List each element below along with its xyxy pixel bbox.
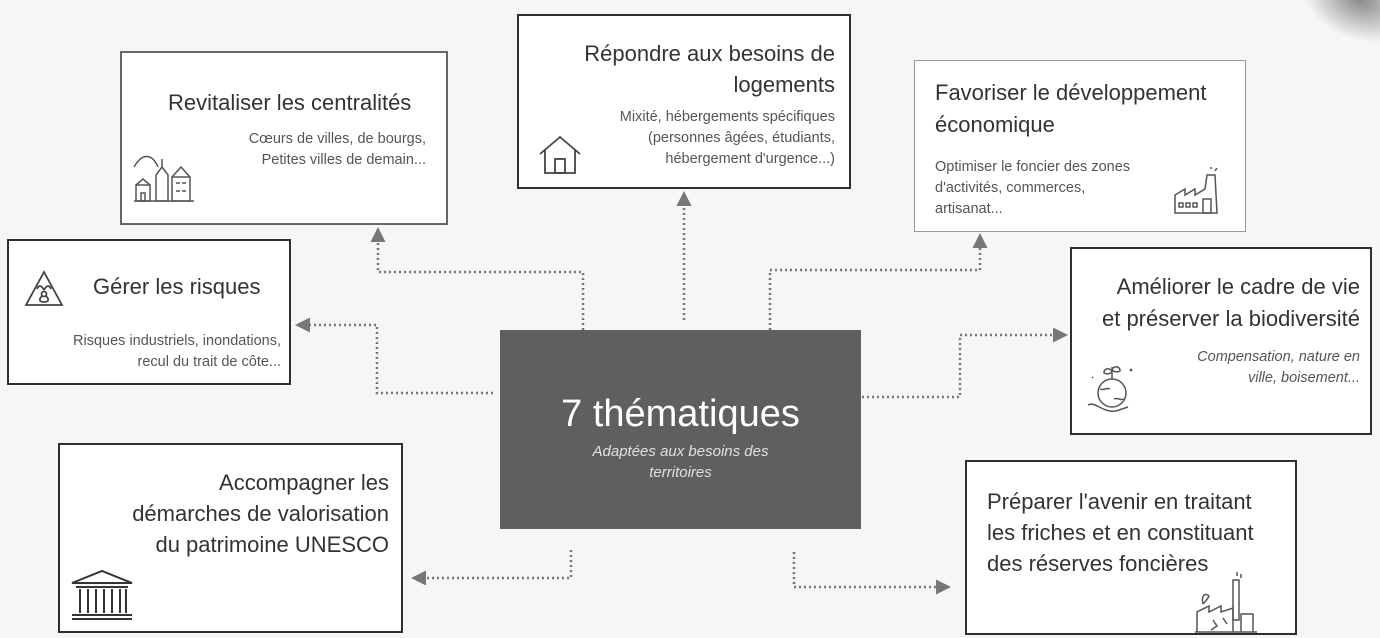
theme-title-line: du patrimoine UNESCO — [155, 532, 389, 557]
theme-title-line: et préserver la biodiversité — [1101, 306, 1360, 331]
theme-title-line: démarches de valorisation — [132, 501, 389, 526]
hazard-icon — [23, 269, 65, 309]
house-icon — [537, 134, 583, 176]
theme-subtitle-line: Cœurs de villes, de bourgs, — [248, 131, 426, 147]
theme-title-line: Améliorer le cadre de vie — [1116, 274, 1360, 299]
theme-subtitle-line: Optimiser le foncier des zones — [935, 159, 1131, 175]
connector-biodiversite — [862, 327, 1068, 399]
wasteland-factory-icon — [1193, 570, 1259, 634]
theme-subtitle-line: Compensation, nature en — [1197, 349, 1360, 365]
theme-box-unesco: Accompagner les démarches de valorisatio… — [58, 443, 403, 633]
planet-plant-icon — [1084, 361, 1140, 417]
theme-box-friches: Préparer l'avenir en traitant les friche… — [965, 460, 1297, 635]
theme-title: Revitaliser les centralités — [168, 90, 412, 115]
theme-title-line: les friches et en constituant — [987, 520, 1254, 545]
theme-title-line: des réserves foncières — [987, 551, 1209, 576]
central-title: 7 thématiques — [561, 393, 800, 435]
theme-box-logements: Répondre aux besoins de logements Mixité… — [517, 14, 851, 189]
central-subtitle-line: Adaptées aux besoins des — [592, 443, 769, 460]
theme-subtitle-line: Mixité, hébergements spécifiques — [619, 109, 835, 125]
theme-title-line: logements — [733, 72, 835, 97]
connector-friches — [792, 552, 951, 595]
central-subtitle-line: territoires — [649, 464, 712, 481]
factory-icon — [1171, 165, 1227, 217]
theme-subtitle-line: recul du trait de côte... — [137, 354, 281, 370]
theme-title: Gérer les risques — [93, 274, 261, 299]
theme-subtitle-line: hébergement d'urgence...) — [665, 151, 835, 167]
theme-subtitle-line: Petites villes de demain... — [261, 152, 426, 168]
theme-title-line: Favoriser le développement — [935, 80, 1207, 105]
theme-box-risques: Gérer les risques Risques industriels, i… — [7, 239, 291, 385]
connector-risques — [295, 317, 493, 395]
town-icon — [132, 149, 196, 205]
theme-subtitle-line: artisanat... — [935, 201, 1003, 217]
unesco-temple-icon — [70, 569, 134, 621]
theme-title-line: Préparer l'avenir en traitant — [987, 489, 1252, 514]
connector-centralites — [370, 227, 585, 330]
theme-title-line: Répondre aux besoins de — [584, 41, 835, 66]
theme-title-line: Accompagner les — [219, 470, 389, 495]
theme-box-biodiversite: Améliorer le cadre de vie et préserver l… — [1070, 247, 1372, 435]
connector-economique — [768, 233, 988, 330]
central-theme-box: 7 thématiques Adaptées aux besoins des t… — [500, 330, 861, 529]
theme-title-line: économique — [935, 112, 1055, 137]
theme-subtitle-line: Risques industriels, inondations, — [73, 333, 281, 349]
theme-subtitle-line: (personnes âgées, étudiants, — [647, 130, 835, 146]
theme-box-centralites: Revitaliser les centralités Cœurs de vil… — [120, 51, 448, 225]
theme-box-economique: Favoriser le développement économique Op… — [914, 60, 1246, 232]
connector-unesco — [411, 550, 573, 586]
theme-subtitle-line: ville, boisement... — [1247, 370, 1360, 386]
theme-subtitle-line: d'activités, commerces, — [935, 180, 1086, 196]
